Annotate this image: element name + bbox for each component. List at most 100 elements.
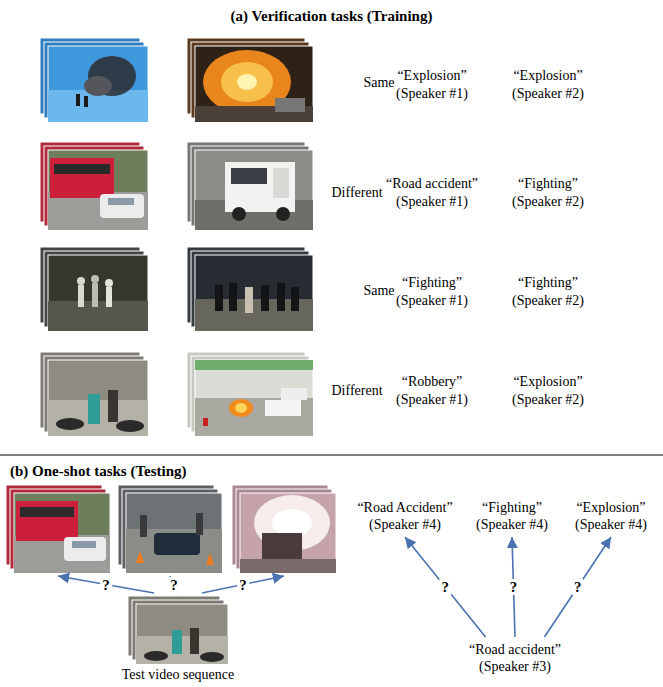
pair-label: (Speaker #1) (396, 193, 468, 210)
video-frames (84, 96, 88, 107)
pair-label: Different (331, 184, 382, 201)
video-frames (100, 194, 144, 218)
video-frames (84, 76, 112, 96)
video-frames (48, 360, 148, 436)
video-frames (187, 142, 313, 230)
class-name: “Fighting” (476, 499, 548, 516)
video-frames (203, 418, 208, 426)
speaker-label: (Speaker #3) (469, 658, 561, 675)
edge-label-holder: ? (572, 579, 584, 595)
label-holder: “Road accident” (386, 175, 478, 192)
video-frames (277, 283, 285, 311)
pair-label: (Speaker #1) (396, 292, 468, 309)
video-frames (235, 403, 247, 413)
video-frames (272, 509, 312, 537)
video-frames (91, 275, 99, 283)
edge-label-holder: ? (168, 577, 180, 593)
class-label: “Explosion”(Speaker #4) (572, 498, 650, 534)
pair-label: (Speaker #1) (396, 85, 468, 102)
video-frames (116, 420, 144, 432)
label-holder: “Explosion” (397, 67, 466, 84)
label-holder: “Fighting” (518, 175, 578, 192)
pair-label: “Explosion” (397, 67, 466, 84)
label-holder: “Explosion” (513, 373, 582, 390)
video-frames (215, 285, 223, 311)
video-frames (265, 400, 301, 416)
connector-arrow (544, 537, 611, 637)
video-frames (88, 394, 100, 424)
video-frames (245, 287, 253, 313)
video-frames (108, 198, 134, 205)
title-holder: (a) Verification tasks (Training) (0, 8, 663, 25)
question-mark: ? (572, 579, 584, 595)
video-frames (195, 360, 313, 436)
label-holder: (Speaker #2) (512, 391, 584, 408)
video-frames (40, 352, 148, 436)
video-frames (275, 98, 305, 112)
pair-label: “Robbery” (402, 373, 463, 390)
video-frames (77, 277, 85, 285)
speaker-label: (Speaker #4) (476, 516, 548, 533)
video-frames (154, 533, 200, 555)
video-frames (40, 247, 148, 331)
video-frames (196, 513, 203, 535)
video-frames (195, 46, 313, 122)
video-frames (16, 501, 78, 541)
video-frames (232, 207, 246, 221)
connector-arrow (405, 537, 486, 637)
pair-label: “Fighting” (518, 274, 578, 291)
video-frames (136, 551, 144, 563)
label-holder: “Robbery” (402, 373, 463, 390)
video-frames (195, 150, 313, 230)
video-frames (136, 604, 228, 664)
label-holder: Different (331, 184, 382, 201)
video-frames (262, 533, 302, 559)
question-mark: ? (100, 577, 112, 593)
video-frames (276, 207, 290, 221)
label-holder: (Speaker #2) (512, 292, 584, 309)
label-holder: “Fighting” (402, 274, 462, 291)
label-holder: (Speaker #1) (396, 292, 468, 309)
connector-arrow (202, 576, 284, 593)
video-frames (14, 493, 110, 573)
label-holder: (Speaker #2) (512, 85, 584, 102)
video-frames (48, 255, 148, 331)
video-frames (225, 162, 295, 212)
video-frames (40, 38, 148, 122)
pair-label: (Speaker #2) (512, 391, 584, 408)
class-label: “Road accident”(Speaker #3) (466, 640, 564, 676)
pair-label: “Explosion” (513, 373, 582, 390)
label-holder: (Speaker #2) (512, 193, 584, 210)
pair-label: (Speaker #1) (396, 391, 468, 408)
video-frames (187, 352, 313, 436)
pair-label: (Speaker #2) (512, 193, 584, 210)
pair-label: (Speaker #2) (512, 292, 584, 309)
video-frames (20, 507, 74, 517)
pair-label: Same (363, 74, 394, 91)
video-frames (56, 418, 84, 430)
video-frames (92, 283, 98, 307)
label-holder: (b) One-shot tasks (Testing) (10, 463, 187, 480)
label-holder: (Speaker #1) (396, 85, 468, 102)
video-frames (232, 485, 336, 573)
edge-label-holder: ? (508, 579, 520, 595)
video-frames (195, 255, 313, 331)
video-frames (118, 485, 222, 573)
panel-heading: (b) One-shot tasks (Testing) (10, 463, 187, 480)
label-holder: Same (363, 282, 394, 299)
class-label: “Fighting”(Speaker #4) (473, 498, 551, 534)
class-label: “Road Accident”(Speaker #4) (354, 498, 455, 534)
video-frames (200, 652, 224, 662)
video-frames (76, 94, 80, 106)
pair-label: “Fighting” (518, 175, 578, 192)
video-frames (221, 62, 273, 102)
video-frames (40, 142, 148, 230)
video-frames (48, 46, 148, 122)
video-frames (229, 283, 237, 311)
video-frames (6, 485, 110, 573)
video-frames (195, 360, 313, 370)
video-frames (273, 168, 289, 198)
video-frames (54, 164, 110, 174)
